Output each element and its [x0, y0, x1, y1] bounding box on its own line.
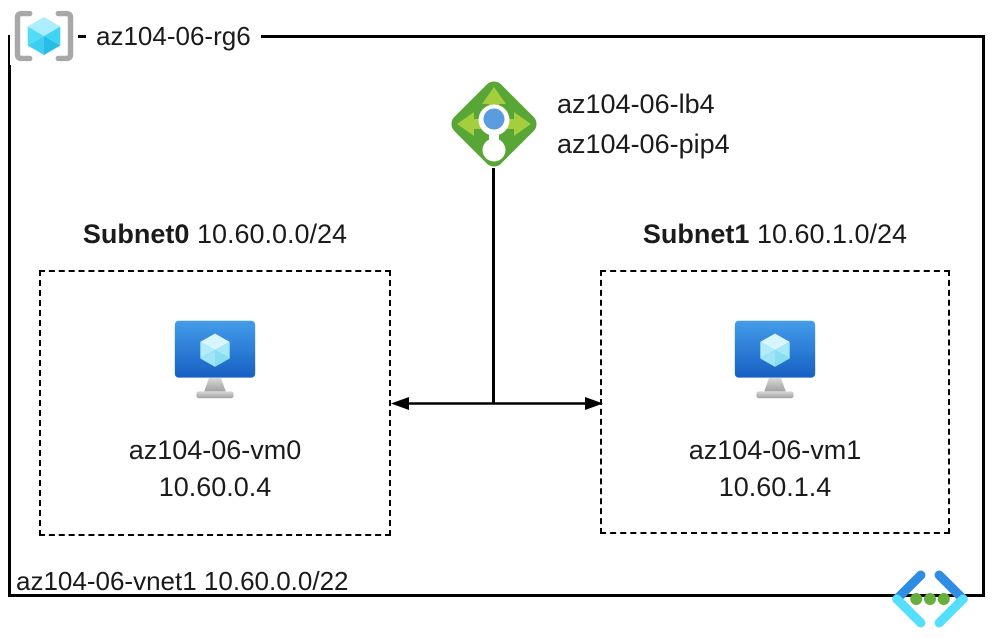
virtual-network-icon — [884, 562, 976, 636]
subnet1-name: Subnet1 — [642, 219, 750, 249]
resource-group-icon — [10, 7, 78, 65]
subnet1-box: az104-06-vm1 10.60.1.4 — [600, 270, 950, 534]
load-balancer-name: az104-06-lb4 — [557, 89, 715, 119]
vm0-name: az104-06-vm0 — [128, 435, 302, 465]
vm1-labels: az104-06-vm1 10.60.1.4 — [602, 432, 948, 506]
subnet0-box: az104-06-vm0 10.60.0.4 — [39, 270, 391, 536]
vm1-ip: 10.60.1.4 — [718, 472, 832, 502]
subnet1-label: Subnet1 10.60.1.0/24 — [600, 219, 950, 250]
virtual-machine-icon — [726, 310, 824, 408]
vnet-name: az104-06-vnet1 — [16, 566, 197, 596]
subnet1-cidr: 10.60.1.0/24 — [756, 219, 908, 249]
vnet-cidr: 10.60.0.0/22 — [203, 566, 349, 596]
load-balancer-icon — [444, 74, 544, 174]
virtual-machine-icon — [166, 310, 264, 408]
vm1-name: az104-06-vm1 — [688, 435, 862, 465]
subnet-double-arrow — [390, 394, 604, 413]
subnet0-cidr: 10.60.0.0/24 — [196, 219, 348, 249]
load-balancer-labels: az104-06-lb4 az104-06-pip4 — [557, 84, 730, 164]
resource-group-box — [8, 35, 985, 597]
subnet0-name: Subnet0 — [82, 219, 190, 249]
vm0-labels: az104-06-vm0 10.60.0.4 — [41, 432, 389, 506]
subnet0-label: Subnet0 10.60.0.0/24 — [39, 219, 391, 250]
public-ip-name: az104-06-pip4 — [557, 129, 730, 159]
lb-connector-line — [492, 168, 495, 404]
vnet-label: az104-06-vnet1 10.60.0.0/22 — [16, 566, 349, 597]
resource-group-label: az104-06-rg6 — [86, 19, 261, 53]
vm0-ip: 10.60.0.4 — [158, 472, 272, 502]
